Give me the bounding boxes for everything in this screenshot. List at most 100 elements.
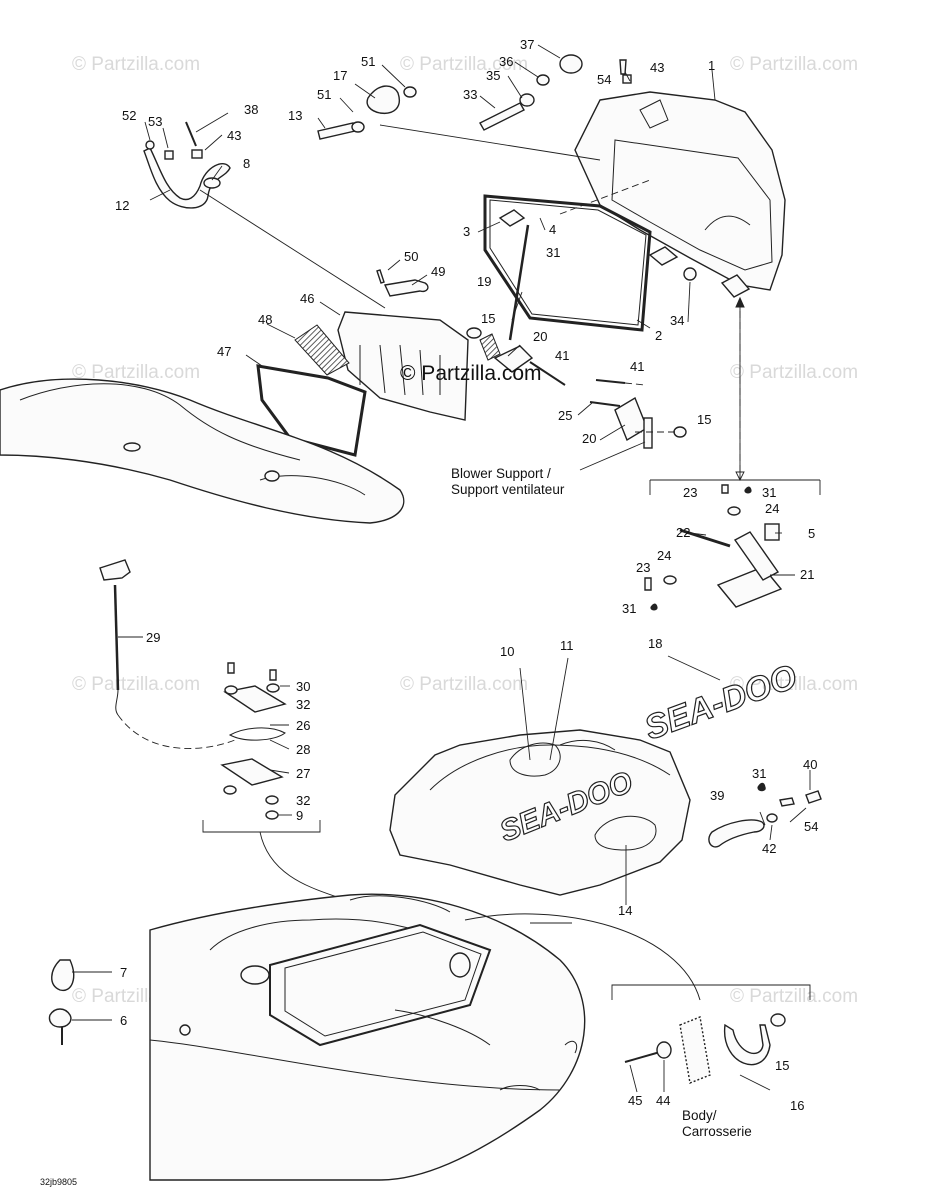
callout-24-lower: 24 [657,548,671,563]
callout-43-left: 43 [227,128,241,143]
callout-3: 3 [463,224,470,239]
callout-31-upper: 31 [762,485,776,500]
handle-group [708,782,822,848]
callout-14: 14 [618,903,632,918]
watermark: © Partzilla.com [730,674,858,695]
callout-34: 34 [670,313,684,328]
callout-38: 38 [244,102,258,117]
callout-15-body: 15 [775,1058,789,1073]
grommet [683,267,697,281]
callout-23-lower: 23 [636,560,650,575]
callout-21: 21 [800,567,814,582]
callout-16: 16 [790,1098,804,1113]
caption-body-en: Body/ [682,1108,717,1123]
watermark: © Partzilla.com [730,986,858,1007]
callout-15-blower: 15 [697,412,711,427]
hull-front [149,893,701,1181]
watermark: © Partzilla.com [400,674,528,695]
callout-50: 50 [404,249,418,264]
callout-labels: 1 2 3 4 5 6 7 8 9 10 11 12 13 14 15 15 1… [115,37,818,1113]
callout-9: 9 [296,808,303,823]
callout-2: 2 [655,328,662,343]
gasket [483,194,652,332]
callout-51-lower: 51 [317,87,331,102]
callout-27: 27 [296,766,310,781]
callout-42: 42 [762,841,776,856]
caption-blower-support-fr: Support ventilateur [451,482,565,497]
callout-26: 26 [296,718,310,733]
leader-lines [72,44,811,1093]
watermark: © Partzilla.com [730,362,858,383]
callout-51-upper: 51 [361,54,375,69]
center-watermark: © Partzilla.com [400,362,542,385]
callout-49: 49 [431,264,445,279]
callout-11: 11 [560,638,574,653]
storage-cover [337,311,469,421]
hardware-top [143,54,687,449]
hull-top-left [0,378,405,524]
callout-29: 29 [146,630,160,645]
callout-40: 40 [803,757,817,772]
callout-31-lower: 31 [622,601,636,616]
body-fastener-group [611,984,811,1084]
console-cover [389,729,691,896]
caption-blower-support-en: Blower Support / [451,466,551,481]
watermark: © Partzilla.com [72,54,200,75]
callout-39: 39 [710,788,724,803]
callout-35: 35 [486,68,500,83]
caption-body-fr: Carrosserie [682,1124,752,1139]
callout-23-upper: 23 [683,485,697,500]
callout-31-gasket: 31 [546,245,560,260]
callout-12: 12 [115,198,129,213]
callout-13: 13 [288,108,302,123]
bracket [648,246,679,266]
strap [143,147,231,209]
decal-logo: SEA-DOO [640,658,802,748]
callout-25: 25 [558,408,572,423]
watermark: © Partzilla.com [72,674,200,695]
mesh-panel [294,324,350,376]
watermark: © Partzilla.com [730,54,858,75]
bracket [720,274,751,298]
callout-20-lower: 20 [582,431,596,446]
storage-bin-assembly [256,91,786,482]
watermark: © Partzilla.com [400,54,528,75]
callout-37: 37 [520,37,534,52]
callout-47: 47 [217,344,231,359]
callout-36: 36 [499,54,513,69]
callout-18: 18 [648,636,662,651]
callout-5: 5 [808,526,815,541]
callout-15-upper: 15 [481,311,495,326]
cover-gasket [256,364,367,457]
support-bracket-group [644,479,821,611]
clips-left [48,959,75,1045]
storage-bin [574,91,786,291]
callout-7: 7 [120,965,127,980]
callout-6: 6 [120,1013,127,1028]
drain-cable-group [99,559,346,901]
captions: Blower Support / Support ventilateur Bod… [40,362,752,1187]
callout-30: 30 [296,679,310,694]
callout-32-lower: 32 [296,793,310,808]
callout-1: 1 [708,58,715,73]
callout-20-upper: 20 [533,329,547,344]
callout-44: 44 [656,1093,670,1108]
callout-53: 53 [148,114,162,129]
callout-33: 33 [463,87,477,102]
callout-10: 10 [500,644,514,659]
callout-22: 22 [676,525,690,540]
callout-52: 52 [122,108,136,123]
callout-45: 45 [628,1093,642,1108]
callout-4: 4 [549,222,556,237]
callout-48: 48 [258,312,272,327]
callout-17: 17 [333,68,347,83]
callout-46: 46 [300,291,314,306]
callout-19: 19 [477,274,491,289]
callout-54-handle: 54 [804,819,818,834]
callout-41-lower: 41 [630,359,644,374]
callout-31-handle: 31 [752,766,766,781]
diagram-code: 32jb9805 [40,1177,77,1187]
watermark: © Partzilla.com [72,362,200,383]
callout-8: 8 [243,156,250,171]
